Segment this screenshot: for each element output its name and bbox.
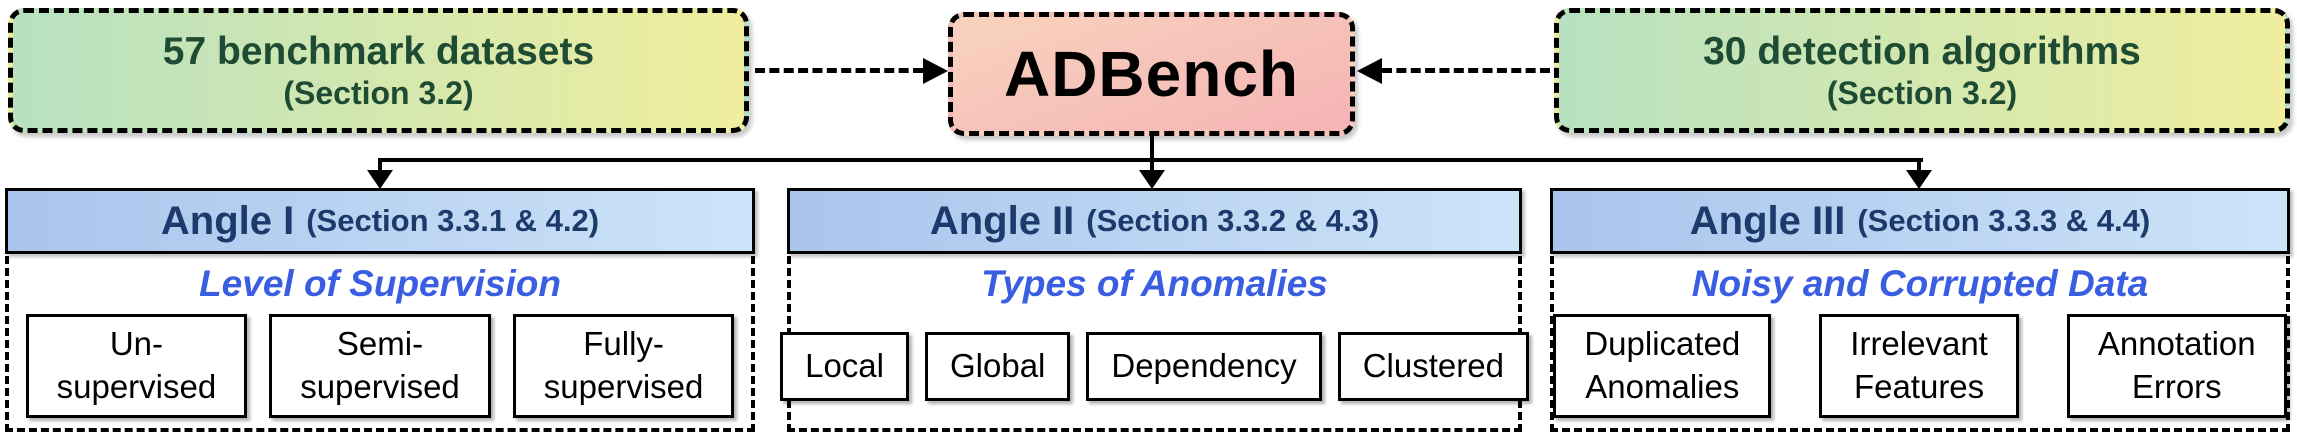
angle-3-subtitle: Noisy and Corrupted Data <box>1691 263 2149 304</box>
angle-3-header: Angle III (Section 3.3.3 & 4.4) <box>1550 188 2290 254</box>
detection-algorithms-label: 30 detection algorithms <box>1703 29 2141 73</box>
angle-2-title: Angle II <box>929 198 1075 243</box>
detection-algorithms-box: 30 detection algorithms (Section 3.2) <box>1554 8 2290 133</box>
benchmark-datasets-section: (Section 3.2) <box>283 74 474 111</box>
arrowhead-right-icon <box>923 58 948 84</box>
angle-3-column: Angle III (Section 3.3.3 & 4.4) Noisy an… <box>1550 188 2290 432</box>
angle-2-panel: Types of Anomalies Local Global Dependen… <box>780 256 1529 432</box>
arrow-algorithms-to-adbench-line <box>1382 68 1550 73</box>
angle-2-section: (Section 3.3.2 & 4.3) <box>1086 203 1380 238</box>
angle-2-column: Angle II (Section 3.3.2 & 4.3) Types of … <box>780 188 1529 432</box>
angle-1-panel: Level of Supervision Un- supervised Semi… <box>5 256 755 432</box>
adbench-box: ADBench <box>948 12 1355 136</box>
item-un-supervised: Un- supervised <box>25 314 248 419</box>
angle-1-header: Angle I (Section 3.3.1 & 4.2) <box>5 188 755 254</box>
connector-adbench-drop-line <box>1150 136 1154 174</box>
angle-1-section: (Section 3.3.1 & 4.2) <box>306 203 600 238</box>
arrowhead-down-angle1-icon <box>367 170 393 189</box>
arrow-datasets-to-adbench-line <box>755 68 923 73</box>
arrowhead-down-angle3-icon <box>1906 170 1932 189</box>
arrowhead-left-icon <box>1357 58 1382 84</box>
angle-1-items-row: Un- supervised Semi- supervised Fully- s… <box>9 305 751 428</box>
benchmark-datasets-label: 57 benchmark datasets <box>162 29 595 73</box>
connector-horizontal-line <box>378 158 1923 162</box>
angle-2-items-row: Local Global Dependency Clustered <box>780 305 1529 428</box>
item-local: Local <box>780 331 909 401</box>
item-dependency: Dependency <box>1086 331 1322 401</box>
angle-3-title: Angle III <box>1689 198 1846 243</box>
angle-3-panel: Noisy and Corrupted Data Duplicated Anom… <box>1550 256 2290 432</box>
connector-angle3-drop-line <box>1917 158 1921 174</box>
angle-2-subtitle: Types of Anomalies <box>981 263 1328 304</box>
item-annotation-errors: Annotation Errors <box>2066 314 2287 419</box>
item-irrelevant-features: Irrelevant Features <box>1819 314 2019 419</box>
benchmark-datasets-box: 57 benchmark datasets (Section 3.2) <box>8 8 749 133</box>
adbench-title: ADBench <box>1003 38 1300 110</box>
connector-angle1-drop-line <box>378 158 382 174</box>
angle-1-title: Angle I <box>160 198 295 243</box>
angle-1-column: Angle I (Section 3.3.1 & 4.2) Level of S… <box>5 188 755 432</box>
item-fully-supervised: Fully- supervised <box>512 314 735 419</box>
arrowhead-down-angle2-icon <box>1139 170 1165 189</box>
item-semi-supervised: Semi- supervised <box>269 314 491 419</box>
angle-3-items-row: Duplicated Anomalies Irrelevant Features… <box>1553 305 2287 428</box>
angle-3-section: (Section 3.3.3 & 4.4) <box>1857 203 2151 238</box>
detection-algorithms-section: (Section 3.2) <box>1826 74 2018 111</box>
item-clustered: Clustered <box>1337 331 1529 401</box>
item-global: Global <box>924 331 1071 401</box>
angle-2-header: Angle II (Section 3.3.2 & 4.3) <box>787 188 1522 254</box>
angle-1-subtitle: Level of Supervision <box>199 263 561 304</box>
item-duplicated-anomalies: Duplicated Anomalies <box>1553 314 1772 419</box>
